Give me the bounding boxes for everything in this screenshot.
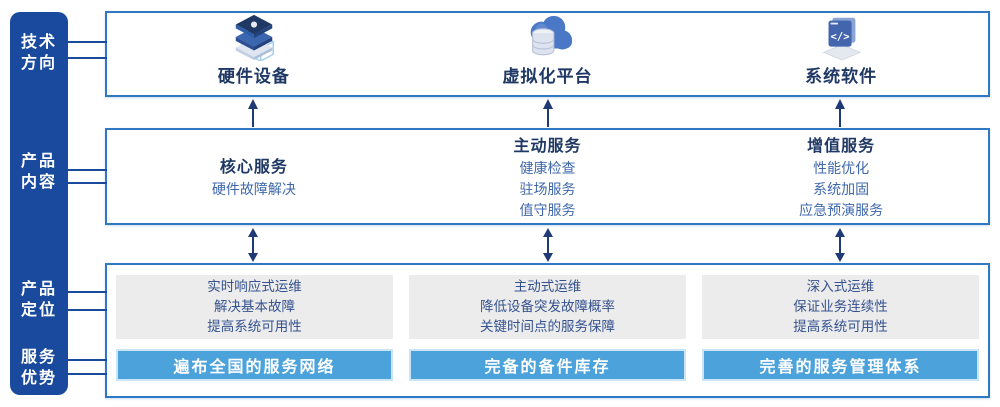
category-sidebar — [10, 12, 68, 395]
up-arrow-icon — [543, 99, 553, 127]
sidebar-label-line: 优势 — [20, 368, 57, 387]
connector-line — [66, 359, 107, 361]
cloud-database-icon — [530, 15, 572, 56]
connector-line — [66, 291, 107, 293]
connector-line — [66, 373, 107, 375]
service-item: 硬件故障解决 — [211, 181, 296, 198]
positioning-line: 提高系统可用性 — [207, 319, 302, 335]
positioning-line: 实时响应式运维 — [207, 279, 302, 295]
positioning-line: 降低设备突发故障概率 — [480, 299, 615, 315]
connector-line — [66, 41, 107, 43]
advantage-bar: 遍布全国的服务网络 — [116, 349, 393, 381]
service-item: 值守服务 — [519, 202, 576, 219]
code-window-icon: </> — [822, 17, 862, 61]
double-arrow-icon — [248, 228, 258, 262]
tech-item-label: 硬件设备 — [217, 67, 290, 87]
service-item: 性能优化 — [813, 160, 870, 177]
connector-line — [66, 182, 107, 184]
positioning-panel: 实时响应式运维 解决基本故障 提高系统可用性 — [116, 275, 393, 339]
service-item: 健康检查 — [519, 160, 576, 177]
connector-line — [66, 57, 107, 59]
sidebar-item-product-content: 产品 内容 — [10, 150, 68, 192]
connector-line — [66, 169, 107, 171]
positioning-panel: 主动式运维 降低设备突发故障概率 关键时间点的服务保障 — [409, 275, 686, 339]
positioning-column-realtime: 实时响应式运维 解决基本故障 提高系统可用性 遍布全国的服务网络 — [116, 275, 393, 396]
tech-item-virtualization: 虚拟化平台 — [401, 13, 695, 95]
positioning-line: 解决基本故障 — [214, 299, 295, 315]
positioning-panel: 深入式运维 保证业务连续性 提高系统可用性 — [702, 275, 979, 339]
sidebar-label-line: 定位 — [20, 300, 57, 319]
positioning-line: 主动式运维 — [513, 279, 582, 295]
tech-item-label: 虚拟化平台 — [502, 67, 593, 87]
service-column-proactive: 主动服务 健康检查 驻场服务 值守服务 — [401, 130, 695, 223]
service-title: 核心服务 — [219, 156, 288, 176]
service-item: 驻场服务 — [519, 181, 576, 198]
advantage-bar: 完备的备件库存 — [409, 349, 686, 381]
tech-item-system-software: </> 系统软件 — [694, 13, 988, 95]
sidebar-label-line: 技术 — [20, 32, 57, 51]
sidebar-label-line: 产品 — [20, 151, 57, 170]
sidebar-item-service-advantage: 服务 优势 — [10, 346, 68, 388]
double-arrow-icon — [543, 228, 553, 262]
service-column-value-added: 增值服务 性能优化 系统加固 应急预演服务 — [694, 130, 988, 223]
svg-text:</>: </> — [831, 31, 850, 43]
sidebar-item-product-positioning: 产品 定位 — [10, 278, 68, 320]
positioning-line: 保证业务连续性 — [793, 299, 888, 315]
sidebar-label-line: 内容 — [20, 172, 57, 191]
up-arrow-icon — [248, 99, 258, 127]
positioning-line: 提高系统可用性 — [793, 319, 888, 335]
service-title: 增值服务 — [807, 135, 876, 155]
service-item: 系统加固 — [813, 181, 870, 198]
up-arrow-icon — [835, 99, 845, 127]
hardware-stack-icon — [235, 14, 275, 61]
positioning-column-deep: 深入式运维 保证业务连续性 提高系统可用性 完善的服务管理体系 — [702, 275, 979, 396]
sidebar-label-line: 产品 — [20, 279, 57, 298]
sidebar-label-line: 服务 — [20, 347, 57, 366]
tech-direction-box: 硬件设备 虚拟化平台 </> — [105, 11, 990, 97]
advantage-bar: 完善的服务管理体系 — [702, 349, 979, 381]
sidebar-label-line: 方向 — [20, 53, 57, 72]
service-column-core: 核心服务 硬件故障解决 — [107, 130, 401, 223]
service-item: 应急预演服务 — [799, 202, 884, 219]
product-positioning-box: 实时响应式运维 解决基本故障 提高系统可用性 遍布全国的服务网络 主动式运维 降… — [105, 263, 990, 398]
positioning-line: 关键时间点的服务保障 — [480, 319, 615, 335]
sidebar-item-tech-direction: 技术 方向 — [10, 31, 68, 73]
tech-item-hardware: 硬件设备 — [107, 13, 401, 95]
positioning-column-proactive: 主动式运维 降低设备突发故障概率 关键时间点的服务保障 完备的备件库存 — [409, 275, 686, 396]
double-arrow-icon — [835, 228, 845, 262]
connector-line — [66, 309, 107, 311]
service-title: 主动服务 — [513, 135, 582, 155]
product-content-box: 核心服务 硬件故障解决 主动服务 健康检查 驻场服务 值守服务 增值服务 性能优… — [105, 128, 990, 225]
tech-item-label: 系统软件 — [805, 67, 878, 87]
positioning-line: 深入式运维 — [806, 279, 875, 295]
